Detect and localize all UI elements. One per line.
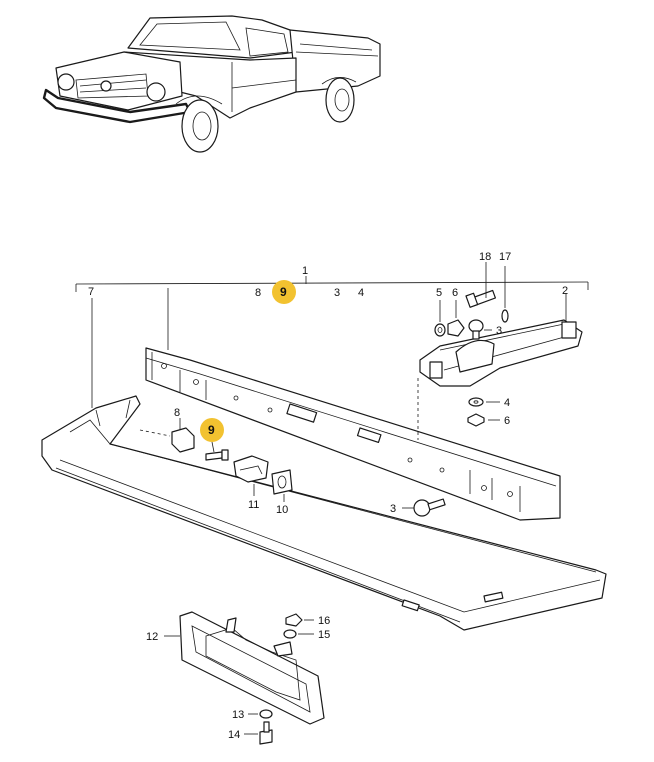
- license-plate-bracket: [164, 611, 325, 745]
- callout-18[interactable]: 18: [479, 251, 491, 263]
- small-parts: [171, 418, 293, 502]
- callout-5[interactable]: 5: [436, 287, 442, 299]
- callout-8-mid[interactable]: 8: [174, 407, 180, 419]
- callout-4-right[interactable]: 4: [504, 397, 510, 409]
- callout-6-right[interactable]: 6: [504, 415, 510, 427]
- group-bracket: 1: [75, 265, 589, 292]
- callout-7[interactable]: 7: [88, 286, 94, 298]
- callout-9-mid[interactable]: 9: [208, 423, 215, 437]
- callout-9-top[interactable]: 9: [280, 285, 287, 299]
- bolt-lower: [402, 498, 446, 517]
- callout-13[interactable]: 13: [232, 709, 244, 721]
- callout-10[interactable]: 10: [276, 504, 288, 516]
- callout-4-top[interactable]: 4: [358, 287, 364, 299]
- callout-17[interactable]: 17: [499, 251, 511, 263]
- callout-11[interactable]: 11: [248, 499, 259, 511]
- pickup-truck-illustration: [42, 15, 381, 153]
- callout-12[interactable]: 12: [146, 631, 158, 643]
- callout-3-right[interactable]: 3: [496, 325, 502, 337]
- callout-8-top[interactable]: 8: [255, 287, 261, 299]
- callout-6-top[interactable]: 6: [452, 287, 458, 299]
- callout-2[interactable]: 2: [562, 285, 568, 297]
- callout-1: 1: [302, 265, 308, 277]
- bumper-reinforcement: [145, 347, 561, 521]
- callout-16[interactable]: 16: [318, 615, 330, 627]
- callout-3-lower[interactable]: 3: [390, 503, 396, 515]
- highlight-marker-9-top[interactable]: [272, 280, 296, 304]
- callout-15[interactable]: 15: [318, 629, 330, 641]
- highlight-marker-9-mid[interactable]: [200, 418, 224, 442]
- mounting-bracket: [417, 319, 583, 440]
- callout-14[interactable]: 14: [228, 729, 240, 741]
- hardware-right: [434, 262, 509, 427]
- bumper-cover: [41, 395, 607, 631]
- callout-3-top[interactable]: 3: [334, 287, 340, 299]
